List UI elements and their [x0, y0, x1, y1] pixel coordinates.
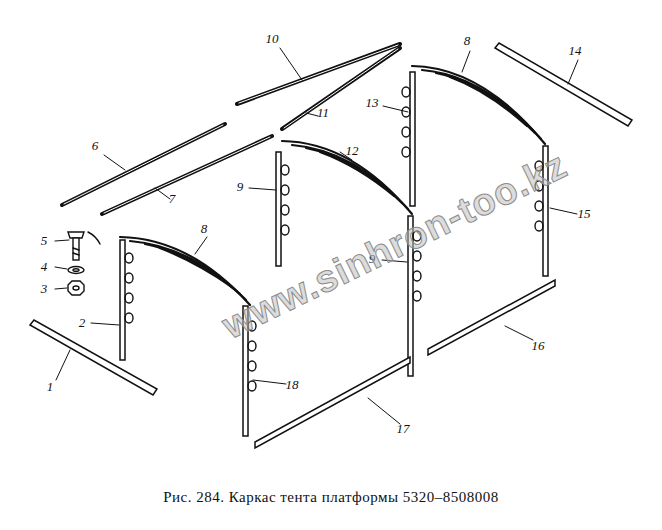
callout-number: 10 [266, 32, 279, 45]
callout-number: 8 [201, 222, 208, 235]
callout-number: 11 [317, 106, 329, 119]
watermark: www.sinhron-too.kz [216, 143, 574, 347]
callout-number: 7 [169, 192, 176, 205]
callout-number: 18 [286, 378, 299, 391]
callout-number: 16 [532, 339, 545, 352]
callout-number: 8 [464, 34, 471, 47]
callout-number: 12 [346, 144, 359, 157]
callout-number: 13 [366, 96, 379, 109]
callout-number: 3 [41, 282, 48, 295]
callout-number: 1 [47, 380, 54, 393]
callout-number: 9 [237, 180, 244, 193]
callout-number: 14 [569, 44, 582, 57]
callout-number: 15 [578, 207, 591, 220]
callout-number: 2 [79, 316, 86, 329]
callout-number: 5 [41, 234, 48, 247]
callout-number: 6 [92, 139, 99, 152]
figure-caption: Рис. 284. Каркас тента платформы 5320–85… [163, 489, 499, 506]
callout-number: 4 [41, 260, 48, 273]
callout-number: 17 [397, 422, 410, 435]
